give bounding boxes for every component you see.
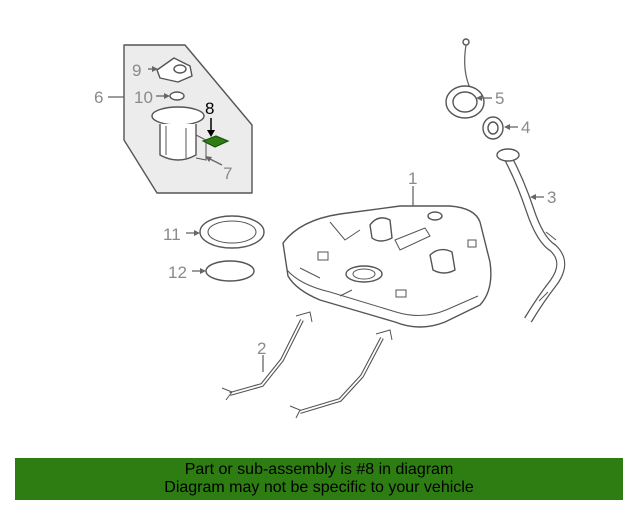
callout-1: 1: [408, 169, 417, 188]
callout-9: 9: [132, 61, 141, 80]
callout-3: 3: [547, 188, 556, 207]
info-banner: Part or sub-assembly is #8 in diagram Di…: [15, 458, 623, 500]
banner-line-part-number: Part or sub-assembly is #8 in diagram: [184, 461, 454, 478]
pump-module-body: [159, 124, 197, 161]
tether-ring: [462, 38, 470, 46]
callout-12: 12: [168, 263, 187, 282]
callout-4: 4: [521, 118, 530, 137]
tank-pump-opening: [345, 265, 383, 283]
part-9-knob: [173, 64, 187, 74]
filler-neck: [496, 148, 520, 162]
callout-2: 2: [257, 339, 266, 358]
leader-lines: [108, 66, 544, 372]
callout-7: 7: [223, 164, 232, 183]
fuel-cap-group: [445, 38, 485, 119]
pump-module-top: [151, 106, 205, 126]
callout-8-highlighted[interactable]: 8: [205, 99, 214, 118]
straps-group: [221, 311, 393, 419]
callout-11: 11: [163, 225, 181, 244]
fuel-tank-group: [282, 205, 492, 328]
part-2-strap-right: [299, 337, 384, 414]
part-3-filler-pipe-outer: [503, 153, 566, 323]
gasket-group: [482, 116, 504, 140]
part-3-filler-pipe-inner: [504, 154, 564, 322]
banner-line-disclaimer: Diagram may not be specific to your vehi…: [164, 479, 474, 496]
callout-5: 5: [495, 89, 504, 108]
fuel-pump-assembly-group: [123, 44, 253, 194]
part-1-fuel-tank: [282, 205, 492, 328]
filler-pipe-group: [496, 148, 566, 323]
ring-12-group: [205, 260, 255, 282]
callout-10: 10: [134, 88, 153, 107]
part-10-ring: [169, 91, 185, 101]
part-8-filter-highlighted[interactable]: [201, 135, 230, 148]
callout-6: 6: [94, 88, 103, 107]
ring-11-group: [199, 215, 265, 249]
part-12-ring: [205, 260, 255, 282]
